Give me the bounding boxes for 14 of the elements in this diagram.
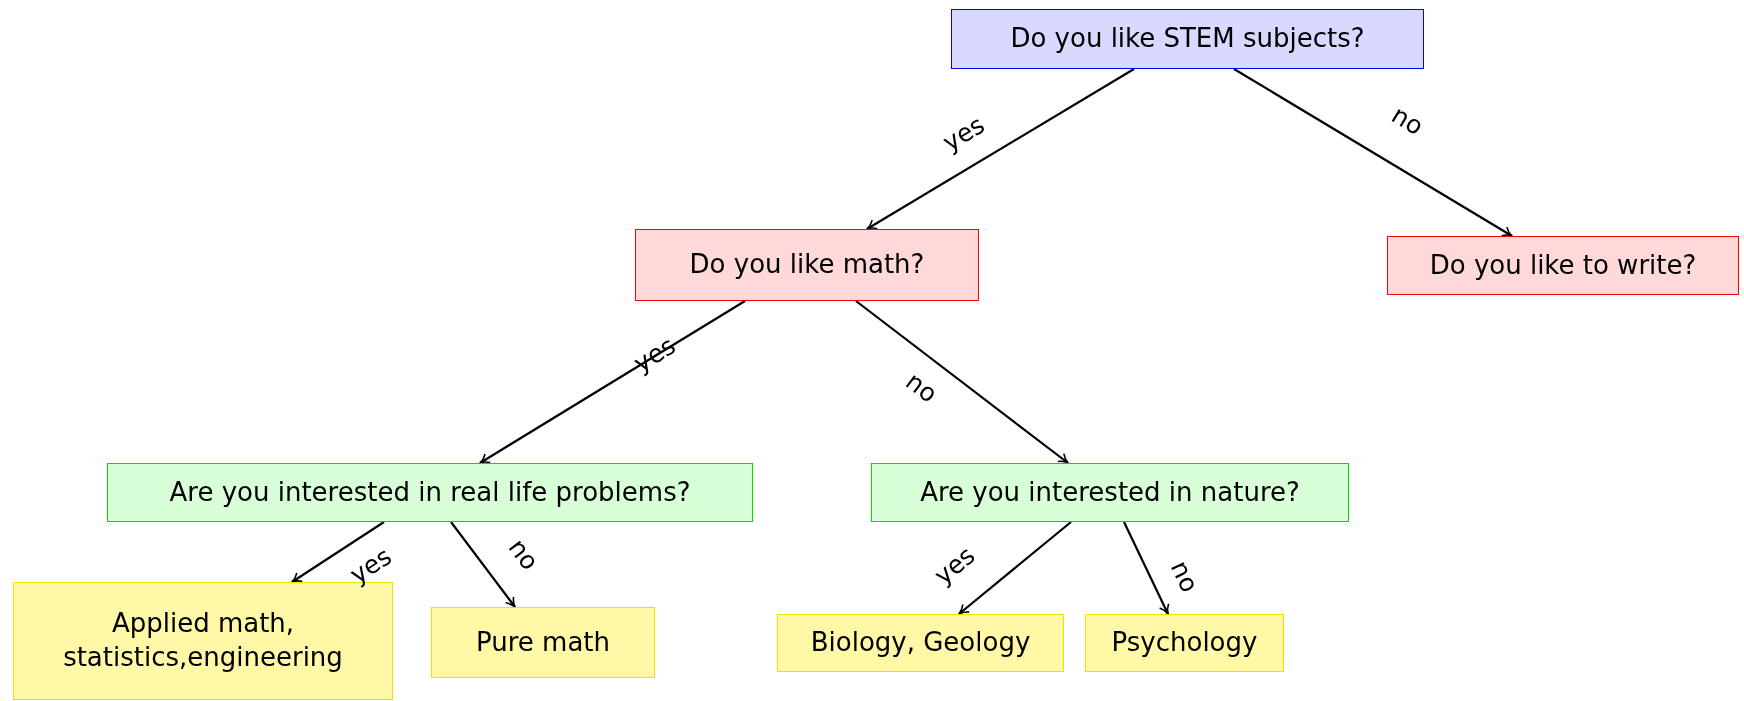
decision-box: Do you like to write? bbox=[1387, 236, 1739, 295]
edge-label: no bbox=[1164, 555, 1204, 597]
outcome-box: Psychology bbox=[1085, 614, 1284, 672]
edge-label: no bbox=[1386, 99, 1428, 141]
edge-label: yes bbox=[928, 540, 980, 590]
decision-box: Are you interested in real life problems? bbox=[107, 463, 753, 522]
edge-label: no bbox=[899, 366, 943, 408]
edge-label: yes bbox=[937, 109, 990, 157]
decision-box: Do you like STEM subjects? bbox=[951, 9, 1424, 69]
decision-box: Are you interested in nature? bbox=[871, 463, 1349, 522]
outcome-box: Biology, Geology bbox=[777, 614, 1064, 672]
outcome-box: Pure math bbox=[431, 607, 655, 678]
decision-box: Do you like math? bbox=[635, 229, 979, 301]
edge-label: no bbox=[502, 532, 544, 576]
